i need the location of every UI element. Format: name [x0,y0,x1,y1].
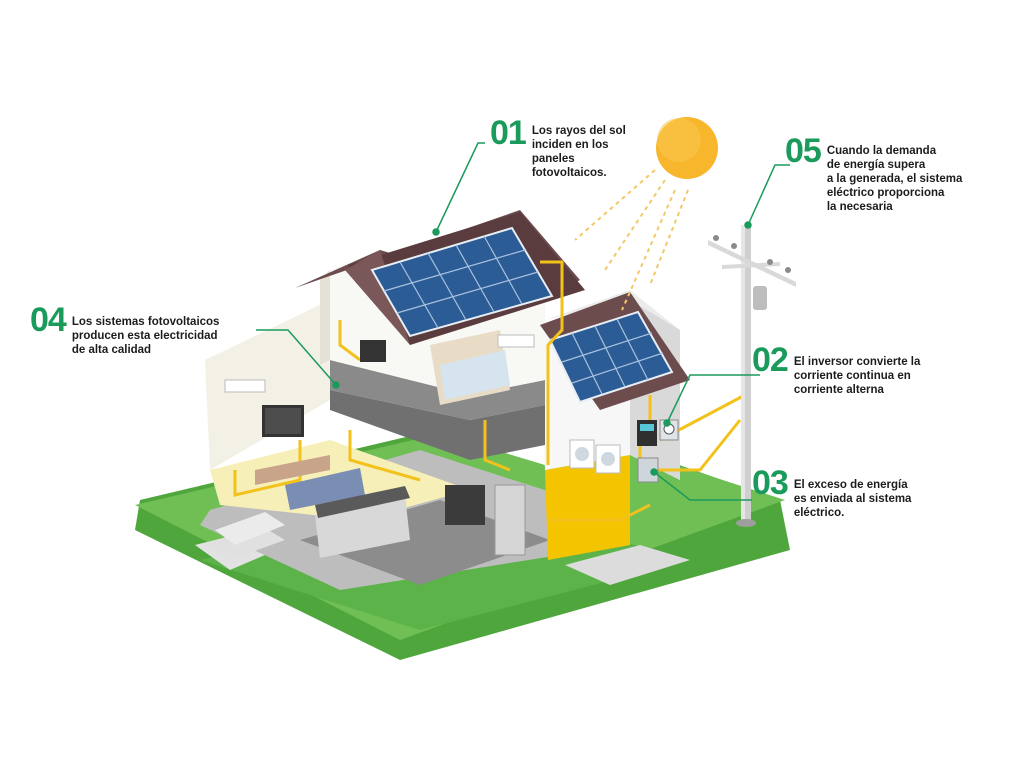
meter-icon [637,419,679,483]
step-text: Los rayos del sol inciden en los paneles… [531,125,626,179]
interior-furniture [224,330,621,558]
solar-panel-icon [370,226,554,338]
step-04-callout: 04 Los sistemas fotovoltaicos producen e… [30,301,220,357]
step-number: 04 [30,301,67,339]
step-text: El exceso de energía es enviada al siste… [793,479,912,519]
callout-leaders [256,142,790,501]
step-02-callout: 02 El inversor convierte la corriente co… [752,341,921,397]
sun-rays [574,169,689,311]
step-number: 02 [752,341,789,379]
step-05-callout: 05 Cuando la demanda de energía supera a… [785,132,963,214]
inverter-icon [637,420,657,446]
step-number: 03 [752,464,789,502]
step-03-callout: 03 El exceso de energía es enviada al si… [752,464,912,520]
side-roof [540,292,690,410]
step-text: Cuando la demanda de energía supera a la… [826,145,963,213]
step-text: Los sistemas fotovoltaicos producen esta… [71,316,220,356]
step-01-callout: 01 Los rayos del sol inciden en los pane… [490,114,626,180]
sun-icon [656,117,718,179]
step-number: 05 [785,132,822,170]
step-text: El inversor convierte la corriente conti… [793,356,921,396]
step-number: 01 [490,114,527,152]
